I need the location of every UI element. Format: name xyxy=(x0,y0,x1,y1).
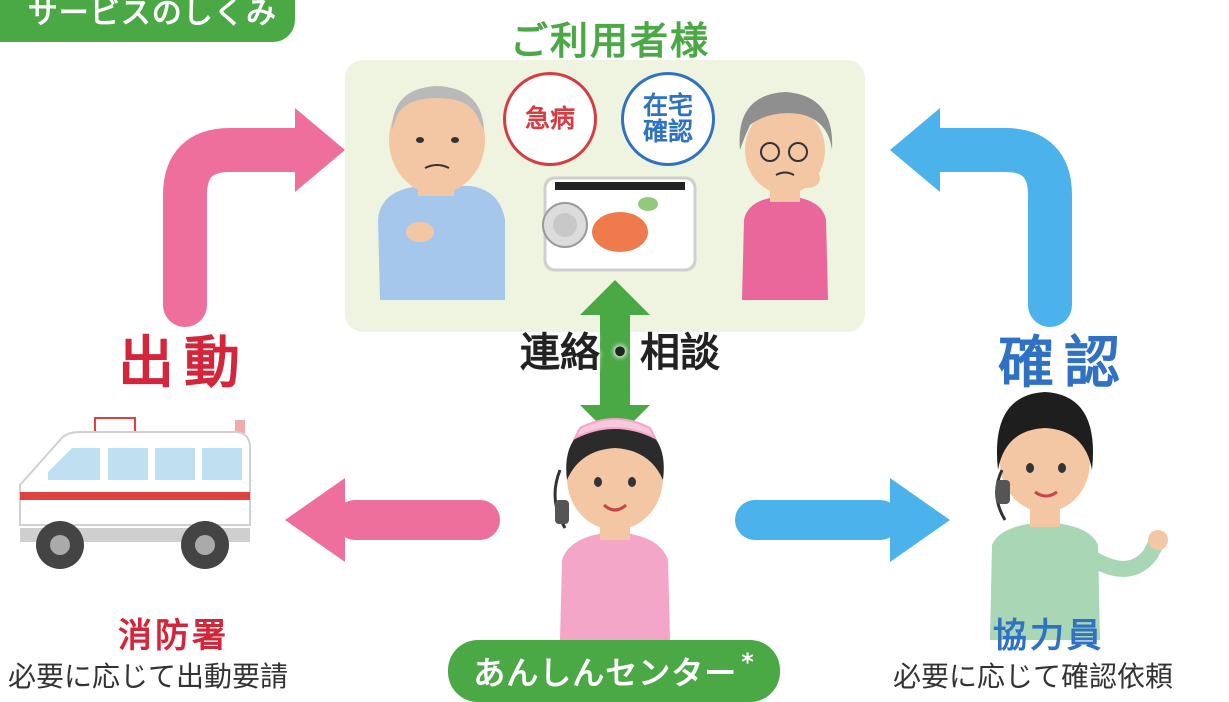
ambulance-illustration xyxy=(19,417,251,569)
emergency-badge: 急病 xyxy=(503,72,597,166)
right-arrow-to-cooperator xyxy=(735,478,950,562)
emergency-badge-label: 急病 xyxy=(524,103,575,133)
users-title: ご利用者様 xyxy=(509,19,710,63)
home-check-badge: 在宅確認 xyxy=(621,72,715,166)
fire-station-title: 消防署 xyxy=(118,616,229,656)
cooperator-illustration xyxy=(990,392,1168,640)
double-arrow-vertical xyxy=(580,280,650,440)
confirm-curved-arrow xyxy=(890,108,1072,327)
cooperator-description: 必要に応じて確認依頼 xyxy=(893,660,1174,693)
center-note-mark: * xyxy=(741,648,755,676)
elderly-man-illustration xyxy=(378,86,505,300)
center-operator-illustration xyxy=(553,418,670,640)
contact-consult-label: 連絡・相談 xyxy=(520,330,720,376)
center-name: あんしんセンター xyxy=(473,654,738,692)
emergency-device xyxy=(542,176,697,272)
section-title-tab: サービスのしくみ xyxy=(0,0,295,42)
home-check-badge-label: 在宅確認 xyxy=(642,90,693,146)
confirm-label: 確認 xyxy=(998,331,1130,396)
elderly-woman-illustration xyxy=(739,92,833,300)
left-arrow-to-fire-station xyxy=(285,478,500,562)
section-title: サービスのしくみ xyxy=(27,0,277,31)
cooperator-title: 協力員 xyxy=(993,616,1104,656)
dispatch-label: 出動 xyxy=(118,331,250,396)
center-name-pill: あんしんセンター * xyxy=(448,640,780,702)
fire-station-description: 必要に応じて出動要請 xyxy=(8,660,289,693)
dispatch-curved-arrow xyxy=(163,108,345,327)
